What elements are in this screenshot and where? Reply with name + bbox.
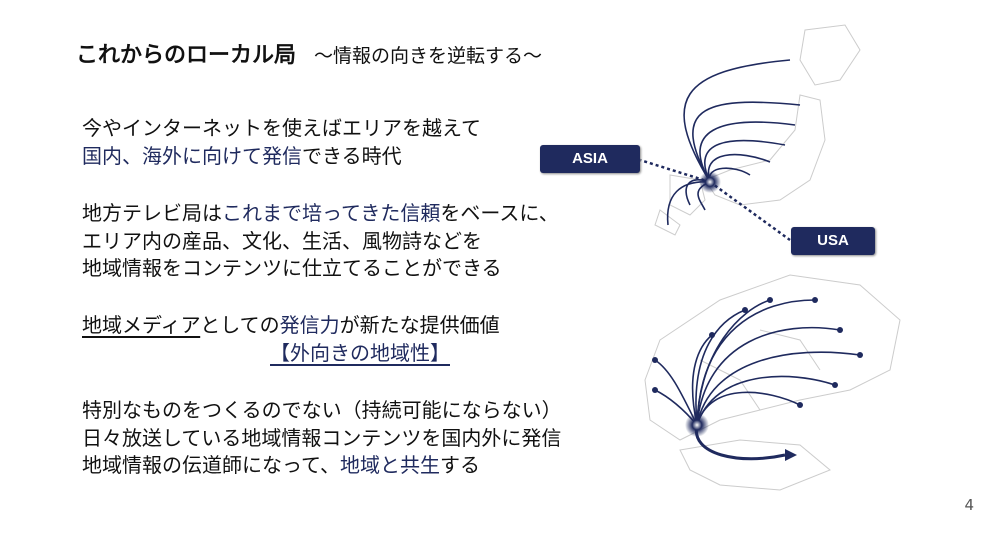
highlight: 地域と共生 <box>340 453 440 477</box>
highlight: 発信力 <box>279 313 340 337</box>
p4-line2: 日々放送している地域情報コンテンツを国内外に発信 <box>82 426 562 450</box>
origin-point <box>699 171 721 193</box>
p4-line1: 特別なものをつくるのでない（持続可能にならない） <box>82 398 562 422</box>
p3-line2: 【外向きの地域性】 <box>270 341 450 365</box>
p2-line3: 地域情報をコンテンツに仕立てることができる <box>82 256 502 280</box>
text: としての <box>200 313 280 337</box>
text: する <box>440 453 480 477</box>
text: できる時代 <box>302 144 402 168</box>
underlined-text: 地域メディア <box>82 313 201 337</box>
text: 地域情報の伝道師になって、 <box>82 453 340 477</box>
origin-point <box>685 413 709 437</box>
slide-title: これからのローカル局 ～情報の向きを逆転する～ <box>76 37 542 69</box>
japan-arrows <box>639 59 801 242</box>
p2-line1: 地方テレビ局はこれまで培ってきた信頼をベースに、 <box>82 200 559 226</box>
p2-line2: エリア内の産品、文化、生活、風物詩などを <box>82 229 482 253</box>
p1-line2: 国内、海外に向けて発信できる時代 <box>82 143 402 169</box>
chugoku-map <box>644 274 901 491</box>
text: 地方テレビ局は <box>82 201 222 225</box>
usa-badge: USA <box>791 227 875 255</box>
asia-badge: ASIA <box>540 145 640 173</box>
text: をベースに、 <box>440 201 559 225</box>
region-arrows <box>654 299 861 461</box>
highlight: これまで培ってきた信頼 <box>222 201 441 225</box>
p1-line1: 今やインターネットを使えばエリアを越えて <box>82 116 481 140</box>
p3-line1: 地域メディアとしての発信力が新たな提供価値 <box>82 312 500 338</box>
p4-line3: 地域情報の伝道師になって、地域と共生する <box>82 452 480 478</box>
highlight: 国内、海外に向けて発信 <box>82 144 302 168</box>
page-number: 4 <box>964 496 974 514</box>
title-main: これからのローカル局 <box>76 43 297 68</box>
title-sub: ～情報の向きを逆転する～ <box>314 45 543 67</box>
text: が新たな提供価値 <box>339 313 500 337</box>
